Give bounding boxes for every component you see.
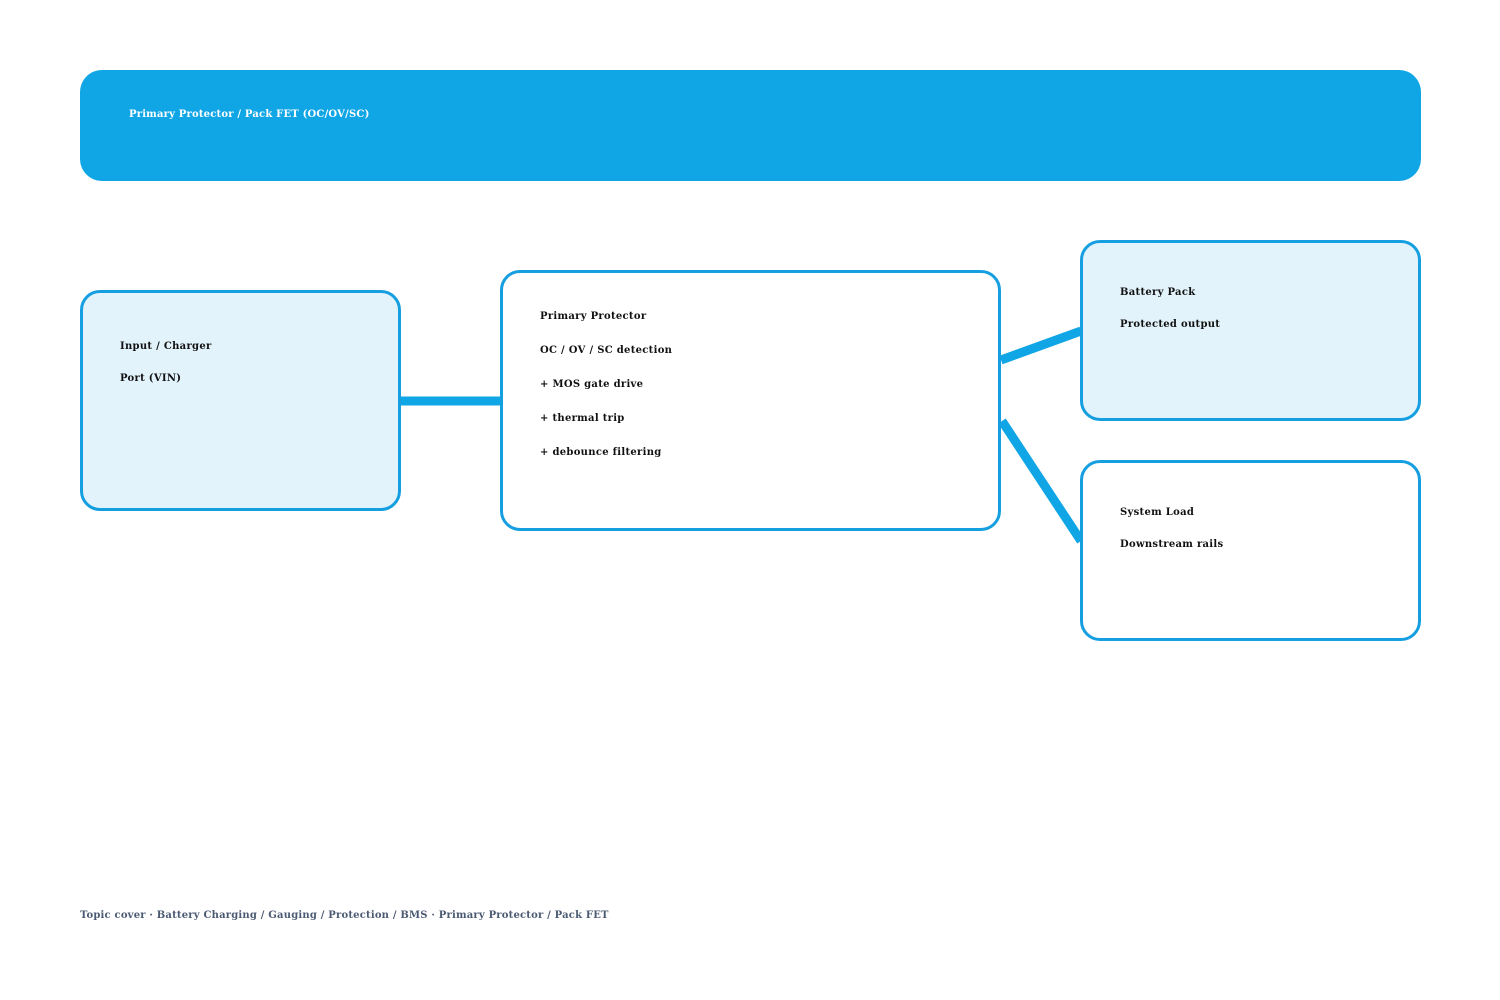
node-title: Battery Pack <box>1120 287 1196 298</box>
node-battery-pack: Battery Pack Protected output <box>1080 240 1421 421</box>
node-system-load: System Load Downstream rails <box>1080 460 1421 641</box>
node-title: System Load <box>1120 507 1195 518</box>
wire-protector-to-battery <box>999 326 1083 365</box>
node-detail: + MOS gate drive <box>540 379 644 390</box>
node-detail: + thermal trip <box>540 413 625 424</box>
header-banner: Primary Protector / Pack FET (OC/OV/SC) <box>80 70 1421 181</box>
node-title: Primary Protector <box>540 311 647 322</box>
node-detail: + debounce filtering <box>540 447 662 458</box>
node-input-charger: Input / Charger Port (VIN) <box>80 290 401 511</box>
node-primary-protector: Primary Protector OC / OV / SC detection… <box>500 270 1001 531</box>
node-detail: OC / OV / SC detection <box>540 345 673 356</box>
footer-caption: Topic cover · Battery Charging / Gauging… <box>80 910 609 921</box>
wire-protector-to-load <box>998 418 1085 544</box>
node-title: Input / Charger <box>120 341 212 352</box>
page-title: Primary Protector / Pack FET (OC/OV/SC) <box>129 109 370 120</box>
node-detail: Downstream rails <box>1120 539 1224 550</box>
node-detail: Protected output <box>1120 319 1221 330</box>
node-detail: Port (VIN) <box>120 373 182 384</box>
